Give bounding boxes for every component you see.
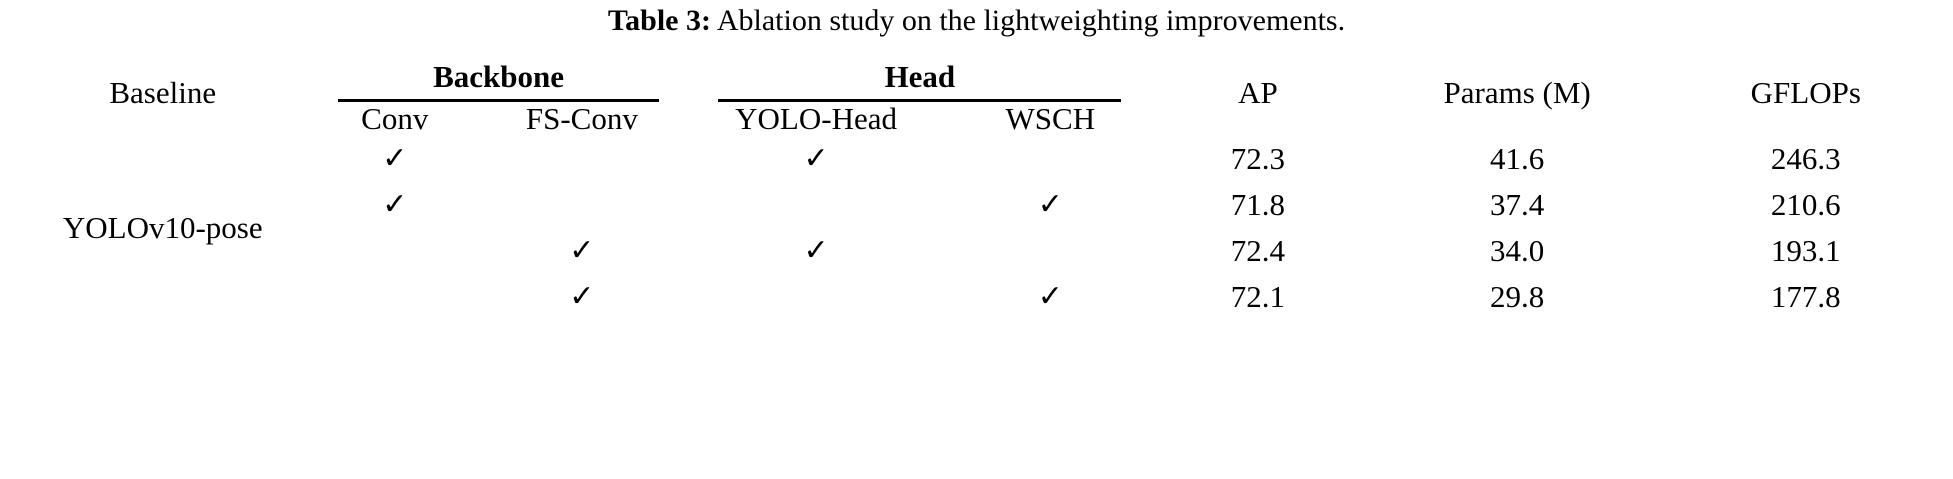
table-header-group-row: Baseline Backbone Head AP Params (M) GFL… (14, 50, 1939, 110)
check-icon-conv (312, 274, 479, 320)
check-icon-conv (312, 228, 479, 274)
table-row: ✓ ✓ 72.1 29.8 177.8 (14, 274, 1939, 320)
table-row: YOLOv10-pose ✓ ✓ 72.3 41.6 246.3 (14, 136, 1939, 245)
check-icon-fs-conv: ✓ (569, 280, 595, 314)
column-header-params: Params (M) (1443, 75, 1591, 111)
column-group-head-label: Head (884, 59, 956, 94)
check-icon-wsch: ✓ (1037, 280, 1063, 314)
cell-gflops: 193.1 (1770, 233, 1841, 269)
cell-gflops: 210.6 (1770, 187, 1841, 223)
cell-ap: 71.8 (1230, 187, 1286, 223)
column-header-baseline: Baseline (109, 75, 217, 111)
check-icon-fs-conv: ✓ (569, 234, 595, 268)
table-caption: Table 3: Ablation study on the lightweig… (14, 0, 1939, 50)
column-group-head: Head (686, 50, 1154, 103)
check-icon-fs-conv (478, 136, 686, 182)
check-icon-fs-conv (478, 182, 686, 228)
column-header-gflops: GFLOPs (1750, 75, 1861, 111)
cell-gflops: 246.3 (1770, 141, 1841, 177)
check-icon-conv: ✓ (382, 188, 408, 222)
cell-gflops: 177.8 (1770, 279, 1841, 315)
check-icon-wsch (947, 228, 1155, 274)
column-header-fs-conv: FS-Conv (525, 101, 638, 137)
column-header-yolo-head: YOLO-Head (735, 101, 897, 137)
cmidrule-backbone (337, 99, 660, 103)
check-icon-yolo-head: ✓ (803, 234, 829, 268)
check-icon-conv: ✓ (382, 142, 408, 176)
cmidrule-head (718, 99, 1122, 103)
table-row: ✓ ✓ 72.4 34.0 193.1 (14, 228, 1939, 274)
cell-params: 41.6 (1489, 141, 1545, 177)
column-group-backbone-label: Backbone (433, 59, 565, 94)
check-icon-yolo-head (686, 274, 947, 320)
cell-params: 37.4 (1489, 187, 1545, 223)
check-icon-wsch (947, 136, 1155, 182)
column-header-wsch: WSCH (1005, 101, 1096, 137)
table-row: ✓ ✓ 71.8 37.4 210.6 (14, 182, 1939, 228)
caption-label: Table 3: (607, 4, 711, 37)
cell-ap: 72.3 (1230, 141, 1286, 177)
caption-text: Ablation study on the lightweighting imp… (716, 4, 1346, 37)
cell-baseline-value: YOLOv10-pose (62, 210, 263, 246)
cell-params: 34.0 (1489, 233, 1545, 269)
cell-ap: 72.1 (1230, 279, 1286, 315)
table-header-sub-row: Conv FS-Conv YOLO-Head WSCH (14, 101, 1939, 137)
column-header-conv: Conv (361, 101, 429, 137)
check-icon-wsch: ✓ (1037, 188, 1063, 222)
column-group-backbone: Backbone (312, 50, 686, 103)
ablation-table: Baseline Backbone Head AP Params (M) GFL… (14, 50, 1939, 320)
check-icon-yolo-head: ✓ (803, 142, 829, 176)
cell-ap: 72.4 (1230, 233, 1286, 269)
cell-params: 29.8 (1489, 279, 1545, 315)
column-header-ap: AP (1238, 75, 1278, 111)
check-icon-yolo-head (686, 182, 947, 228)
